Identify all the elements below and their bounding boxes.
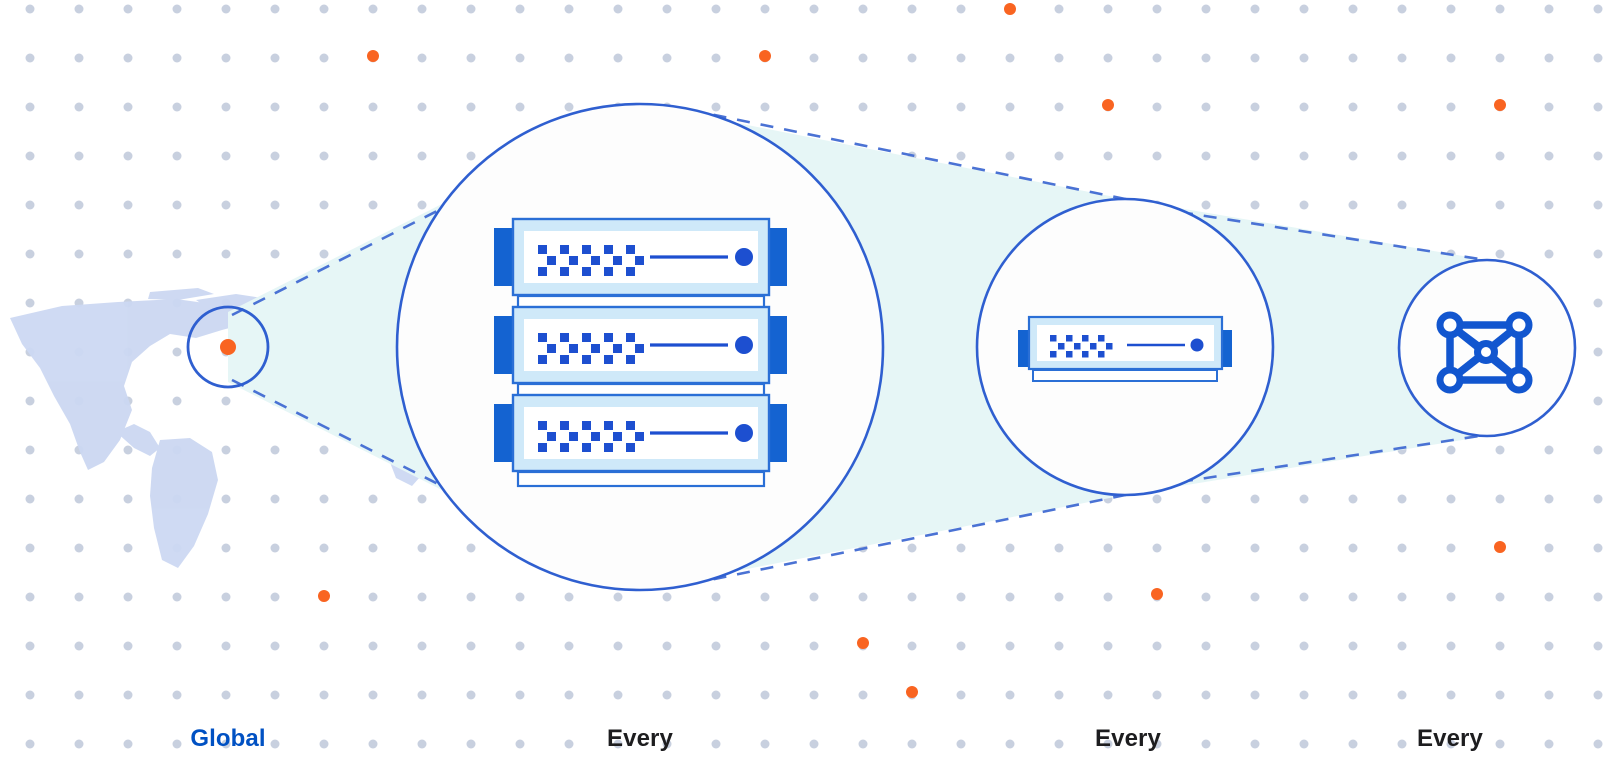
stage-label-every-service: Every service [1350,668,1550,782]
stage-label-line1: Global [190,724,266,752]
accent-dot [1151,588,1163,600]
cone-edge-bottom [1179,432,1493,484]
cone-edge-top [689,108,1131,202]
stage-label-global-network: Global network [128,668,328,782]
accent-dot [318,590,330,602]
map-location-pin-icon [220,339,236,355]
accent-dot [857,637,869,649]
stage-label-line1: Every [607,724,673,752]
stage-label-every-server: Every server [1028,668,1228,782]
stage-label-line1: Every [1095,724,1161,752]
accent-dot [1102,99,1114,111]
stage-label-line1: Every [1417,724,1483,752]
accent-dot [367,50,379,62]
accent-dot [1494,99,1506,111]
accent-dot [1494,541,1506,553]
global-network-circle [186,305,270,389]
network-graph-icon [1436,311,1533,394]
cone-edge-top [1179,210,1493,263]
single-server-icon [1018,315,1232,382]
server-rack-unit [494,217,787,312]
accent-dot-group [318,3,1506,698]
server-rack-unit [494,305,787,400]
accent-dot [906,686,918,698]
accent-dot [759,50,771,62]
cone-edge-bottom [689,492,1131,586]
server-rack-unit [494,393,787,488]
stage-label-every-data-center: Every data center [520,668,760,782]
accent-dot [1004,3,1016,15]
